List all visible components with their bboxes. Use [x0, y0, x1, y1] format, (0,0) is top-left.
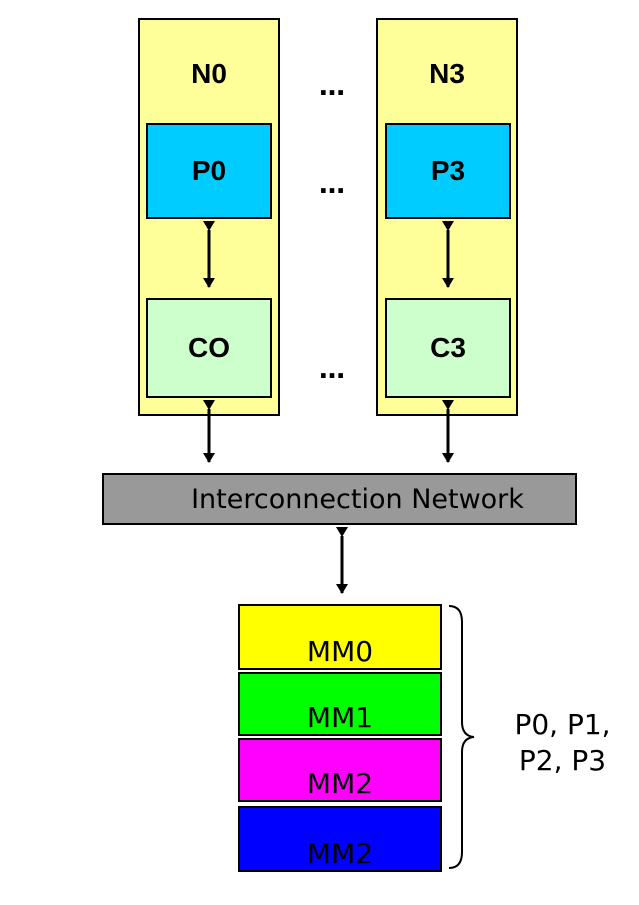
node-n0-label: N0	[191, 58, 227, 89]
ellipsis-node-row: …	[319, 72, 345, 102]
processor-p3: P3	[385, 123, 511, 219]
memory-brace	[448, 605, 475, 869]
memory-owner-list: P0, P1, P2, P3	[490, 707, 635, 779]
memory-module-mm3: MM2	[238, 806, 442, 872]
memory-owner-line-2: P2, P3	[518, 744, 607, 777]
ellipsis-cache-row: …	[319, 355, 345, 385]
ellipsis-processor-row: …	[319, 170, 345, 200]
cache-c3: C3	[385, 298, 511, 398]
memory-module-mm0: MM0	[238, 604, 442, 670]
cache-c0: CO	[146, 298, 272, 398]
memory-module-mm2: MM2	[238, 738, 442, 802]
interconnection-network: Interconnection Network	[102, 473, 577, 525]
node-n3-label: N3	[429, 58, 465, 89]
memory-owner-line-1: P0, P1,	[514, 708, 611, 741]
memory-module-mm1: MM1	[238, 672, 442, 736]
processor-p0: P0	[146, 123, 272, 219]
